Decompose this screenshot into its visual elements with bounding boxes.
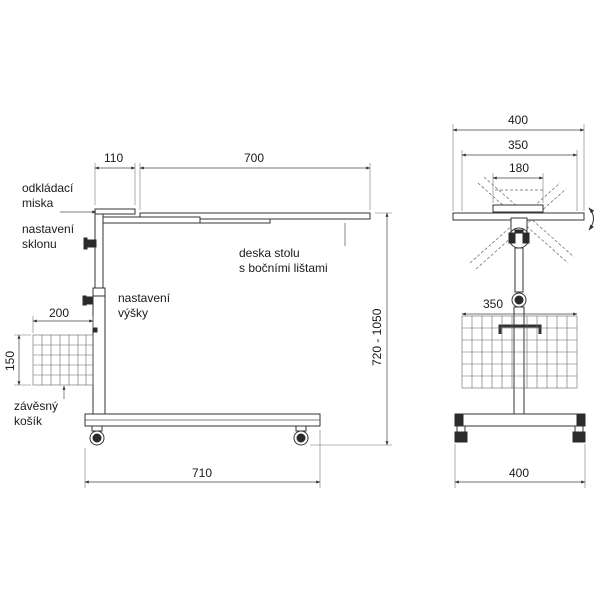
front-upper-column xyxy=(514,247,524,293)
front-tilt-hub xyxy=(508,217,530,249)
dim-200-label: 200 xyxy=(49,306,69,320)
dim-height-label: 720 - 1050 xyxy=(370,308,384,366)
side-tilt-knob xyxy=(83,237,97,250)
side-top-lath xyxy=(199,218,271,224)
label-height-line2: výšky xyxy=(118,306,148,320)
dim-front-350-basket-label: 350 xyxy=(483,297,503,311)
label-top: deska stolu s bočními lištami xyxy=(239,223,346,275)
side-lower-column xyxy=(92,295,106,417)
dim-710-label: 710 xyxy=(192,466,212,480)
dim-front-400-bottom-label: 400 xyxy=(509,466,529,480)
side-height-knob xyxy=(82,295,95,306)
label-height-line1: nastavení xyxy=(118,291,171,305)
dim-height: 720 - 1050 xyxy=(310,212,392,446)
side-wheel-left xyxy=(89,425,105,446)
dim-710: 710 xyxy=(84,430,321,488)
side-wheel-right xyxy=(293,425,309,446)
dim-front-400-top: 400 xyxy=(452,113,585,211)
dim-front-180-label: 180 xyxy=(509,161,529,175)
dim-front-180: 180 xyxy=(492,161,544,203)
side-basket xyxy=(32,334,94,386)
dim-front-350-basket: 350 xyxy=(461,297,578,316)
label-tilt-line1: nastavení xyxy=(22,222,75,236)
label-tray: odkládací miska xyxy=(22,181,97,214)
front-tray xyxy=(492,204,544,213)
front-base xyxy=(454,413,586,427)
front-height-knob xyxy=(511,292,527,308)
dim-700-label: 700 xyxy=(244,151,264,165)
label-basket: závěsný košík xyxy=(14,385,66,428)
front-wheel-right xyxy=(572,425,586,443)
label-height: nastavení výšky xyxy=(118,291,171,320)
front-basket xyxy=(461,315,578,389)
label-basket-line1: závěsný xyxy=(14,399,58,413)
front-lower-column xyxy=(513,306,525,416)
side-view: 110 700 200 150 720 - 1050 xyxy=(3,151,392,488)
dim-front-400-top-label: 400 xyxy=(508,113,528,127)
side-upper-column xyxy=(94,213,104,295)
dim-front-350-top-label: 350 xyxy=(508,138,528,152)
dim-front-400-bottom: 400 xyxy=(454,444,586,488)
dim-front-350-top: 350 xyxy=(461,138,578,211)
front-wheel-left xyxy=(454,425,468,443)
dim-200: 200 xyxy=(32,306,94,333)
label-tilt-line2: sklonu xyxy=(22,237,57,251)
label-tray-line2: miska xyxy=(22,196,54,210)
dim-150-label: 150 xyxy=(3,351,17,371)
front-tilt-arrow xyxy=(588,207,595,231)
dim-110-label: 110 xyxy=(104,151,123,165)
front-view: 400 350 180 350 400 xyxy=(452,113,595,488)
dim-700: 700 xyxy=(139,151,371,210)
label-top-line1: deska stolu xyxy=(239,246,300,260)
side-arm xyxy=(97,216,201,224)
label-tray-line1: odkládací xyxy=(22,181,74,195)
dim-110: 110 xyxy=(94,151,136,205)
front-basket-bar xyxy=(498,324,542,334)
side-tray xyxy=(94,208,136,215)
label-tilt: nastavení sklonu xyxy=(22,222,75,251)
label-top-line2: s bočními lištami xyxy=(239,261,328,275)
label-basket-line2: košík xyxy=(14,414,43,428)
dim-150: 150 xyxy=(3,334,31,386)
